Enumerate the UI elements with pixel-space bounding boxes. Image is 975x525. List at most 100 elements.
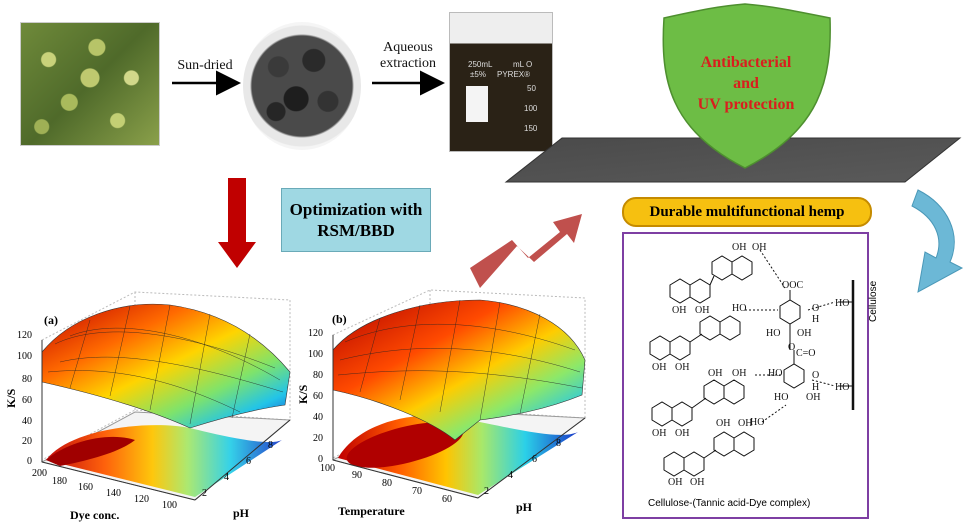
svg-text:HO: HO	[750, 417, 764, 428]
chart-b	[331, 289, 587, 499]
shield-line3: UV protection	[697, 96, 795, 113]
chart-b-xtick: 60	[442, 494, 452, 505]
dye-unit	[663, 431, 755, 477]
svg-text:HO: HO	[835, 382, 849, 393]
tannic-dye-complex-structure	[649, 249, 855, 477]
svg-text:OH: OH	[690, 477, 704, 488]
cellulose-label: Cellulose	[868, 280, 879, 322]
chart-a-ztick: 4	[224, 472, 229, 483]
chart-a-ylabel: K/S	[4, 388, 18, 408]
beaker-tolerance-text: ±5%	[470, 70, 486, 79]
svg-text:OH: OH	[675, 428, 689, 439]
chart-b-ztick: 6	[532, 454, 537, 465]
chart-a-ytick: 60	[22, 395, 32, 406]
chart-b-ztick: 4	[508, 470, 513, 481]
chart-a-ztick: 2	[202, 488, 207, 499]
svg-text:C=O: C=O	[796, 348, 816, 359]
chart-b-ylabel: K/S	[296, 384, 310, 404]
svg-text:HO: HO	[766, 328, 780, 339]
chart-b-ztick: 8	[556, 438, 561, 449]
svg-text:OH: OH	[797, 328, 811, 339]
dye-unit	[649, 315, 741, 361]
svg-text:H: H	[812, 314, 819, 325]
chart-b-xtick: 80	[382, 478, 392, 489]
chart-b-panel-label: (b)	[332, 312, 347, 326]
svg-text:OH: OH	[675, 362, 689, 373]
svg-text:HO: HO	[768, 368, 782, 379]
svg-text:HO: HO	[732, 303, 746, 314]
zigzag-arrow-icon	[470, 214, 582, 288]
aqueous-label: Aqueous	[383, 40, 433, 55]
chart-a-zlabel: pH	[233, 506, 250, 520]
curved-arrow-icon	[911, 189, 964, 293]
chart-b-ytick: 20	[313, 433, 323, 444]
svg-text:OH: OH	[695, 305, 709, 316]
extraction-label: extraction	[380, 56, 436, 71]
svg-text:O: O	[788, 342, 795, 353]
chart-b-ytick: 40	[313, 412, 323, 423]
durable-hemp-pill: Durable multifunctional hemp	[622, 197, 872, 227]
svg-text:OH: OH	[672, 305, 686, 316]
chart-a-ytick: 40	[22, 416, 32, 427]
chart-a-ytick: 0	[27, 456, 32, 467]
chart-b-ytick: 100	[308, 349, 323, 360]
complex-caption: Cellulose-(Tannic acid-Dye complex)	[648, 498, 811, 509]
optimization-box: Optimization with RSM/BBD	[281, 188, 431, 252]
chart-b-xtick: 90	[352, 470, 362, 481]
beaker-extract-photo	[449, 12, 553, 152]
svg-text:OH: OH	[652, 428, 666, 439]
svg-text:OH: OH	[708, 368, 722, 379]
beaker-volume-text: 250mL	[468, 60, 493, 69]
chart-b-zlabel: pH	[516, 500, 533, 514]
chart-a-xlabel: Dye conc.	[70, 508, 120, 522]
beaker-ml-text: mL O	[513, 60, 533, 69]
sun-dried-fruit-photo	[243, 22, 361, 150]
raw-fruit-photo	[20, 22, 160, 146]
dye-unit	[669, 255, 753, 304]
chart-a-xtick: 140	[106, 488, 121, 499]
svg-text:H: H	[812, 382, 819, 393]
chart-a-xtick: 100	[162, 500, 177, 511]
beaker-mark: 100	[524, 104, 538, 113]
chart-b-xlabel: Temperature	[338, 504, 405, 518]
chart-a-ytick: 120	[17, 330, 32, 341]
svg-text:OH: OH	[716, 418, 730, 429]
chart-a-ytick: 20	[22, 436, 32, 447]
beaker-brand-text: PYREX®	[497, 70, 531, 79]
chart-a	[40, 291, 292, 501]
beaker-label-patch	[466, 86, 488, 122]
chart-b-ytick: 120	[308, 328, 323, 339]
chart-a-xtick: 160	[78, 482, 93, 493]
chart-b-ztick: 2	[484, 486, 489, 497]
svg-text:OH: OH	[738, 418, 752, 429]
svg-text:OH: OH	[752, 242, 766, 253]
chart-a-xtick: 180	[52, 476, 67, 487]
svg-text:HO: HO	[835, 298, 849, 309]
optimization-line1: Optimization with	[289, 200, 423, 219]
svg-text:OH: OH	[652, 362, 666, 373]
optimization-line2: RSM/BBD	[317, 221, 395, 240]
chart-b-ytick: 80	[313, 370, 323, 381]
chart-b-xtick: 100	[320, 463, 335, 474]
shield-line2: and	[733, 75, 759, 92]
chart-b-ytick: 60	[313, 391, 323, 402]
beaker-mark: 150	[524, 124, 538, 133]
svg-text:OH: OH	[732, 242, 746, 253]
svg-text:HO: HO	[774, 392, 788, 403]
svg-text:OH: OH	[806, 392, 820, 403]
svg-text:OOC: OOC	[782, 280, 803, 291]
complex-structure-box	[622, 232, 869, 519]
shield-text: Antibacterial and UV protection	[676, 52, 816, 115]
chart-a-panel-label: (a)	[44, 313, 58, 327]
shield-line1: Antibacterial	[700, 54, 792, 71]
chart-a-xtick: 200	[32, 468, 47, 479]
svg-text:O: O	[812, 370, 819, 381]
beaker-mark: 50	[527, 84, 536, 93]
chart-a-ytick: 100	[17, 351, 32, 362]
chart-b-xtick: 70	[412, 486, 422, 497]
dye-unit	[651, 379, 745, 427]
sun-dried-label: Sun-dried	[177, 58, 233, 73]
chart-a-ztick: 6	[246, 456, 251, 467]
